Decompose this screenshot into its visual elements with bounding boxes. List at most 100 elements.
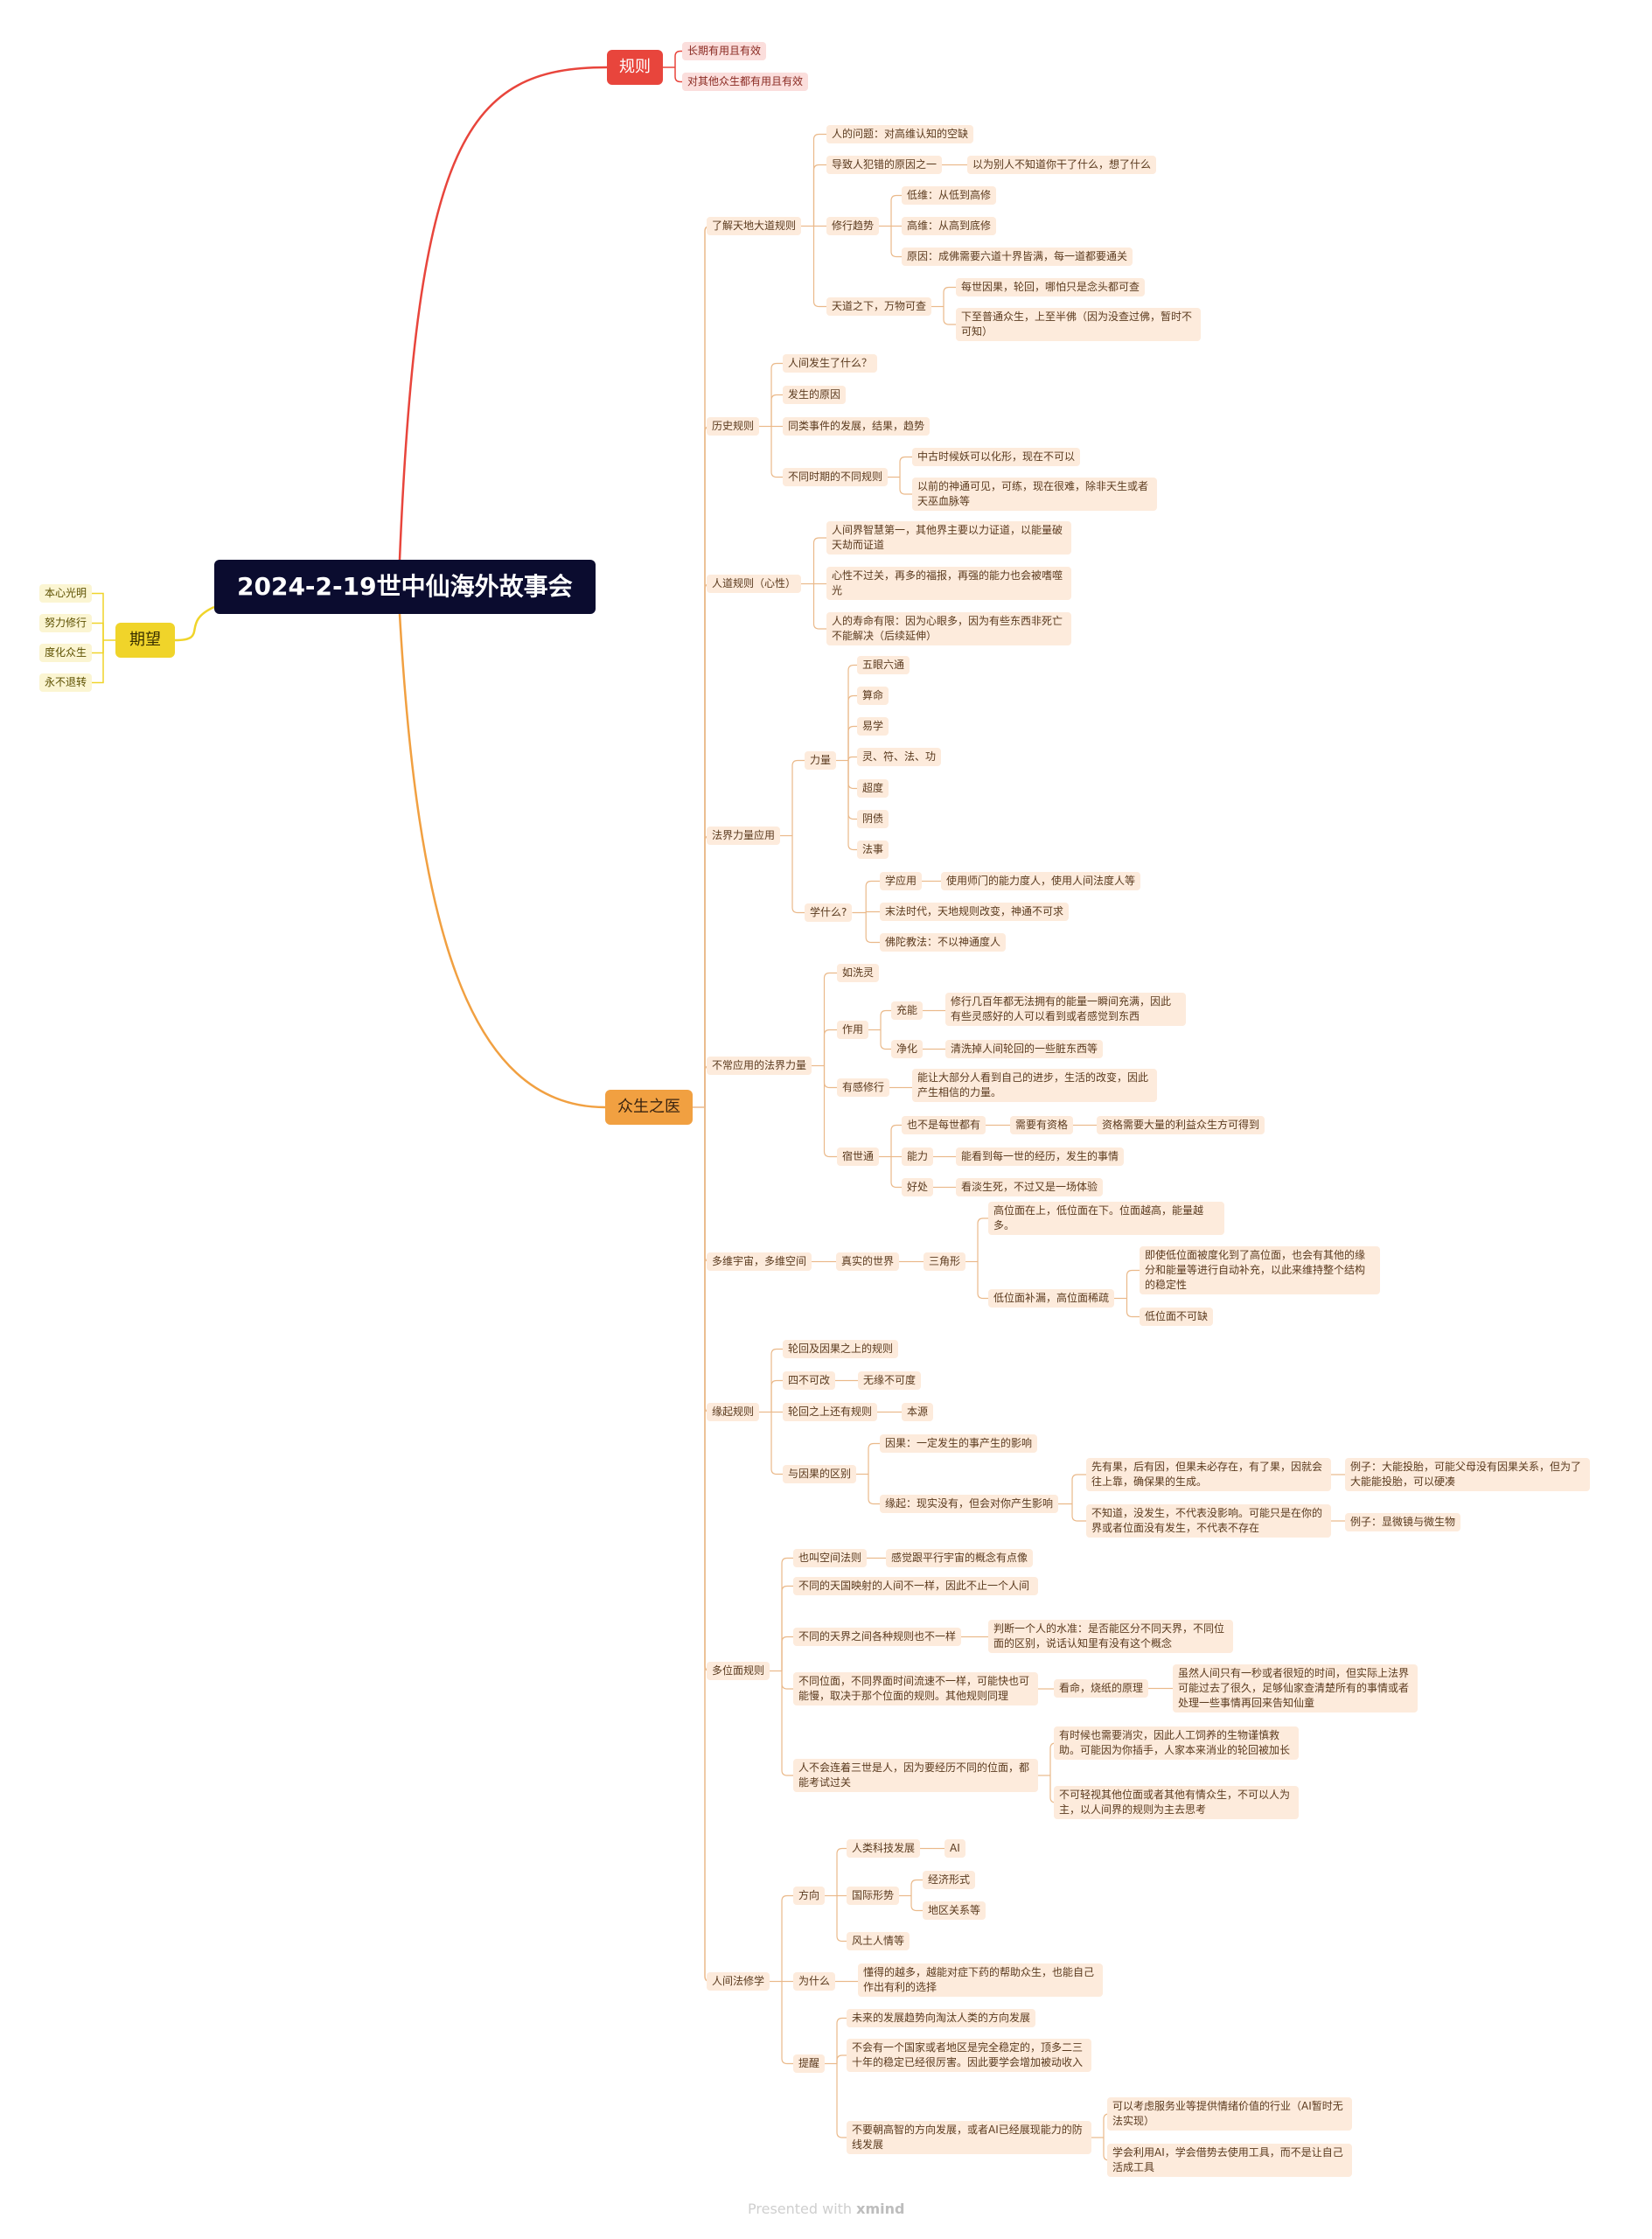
topic[interactable]: 高维：从高到底修 — [902, 217, 997, 235]
power-item[interactable]: 算命 — [857, 687, 889, 705]
topic[interactable]: 感觉跟平行宇宙的概念有点像 — [886, 1549, 1034, 1567]
main-topic-rules[interactable]: 规则 — [607, 50, 663, 85]
topic[interactable]: 与因果的区别 — [783, 1465, 857, 1483]
main-topic-expectation[interactable]: 期望 — [115, 623, 175, 658]
topic[interactable]: 缘起：现实没有，但会对你产生影响 — [880, 1495, 1059, 1513]
topic[interactable]: 充能 — [891, 1001, 924, 1020]
topic[interactable]: 即使低位面被度化到了高位面，也会有其他的缘分和能量等进行自动补充，以此来维持整个… — [1140, 1246, 1380, 1294]
subtopic-multiverse[interactable]: 多维宇宙，多维空间 — [707, 1252, 812, 1271]
topic[interactable]: 发生的原因 — [783, 386, 847, 404]
topic[interactable]: 修行趋势 — [826, 217, 880, 235]
topic[interactable]: 修行几百年都无法拥有的能量一瞬间充满，因此有些灵感好的人可以看到或者感觉到东西 — [945, 993, 1186, 1026]
topic[interactable]: 方向 — [793, 1887, 826, 1905]
topic[interactable]: 低位面不可缺 — [1140, 1308, 1214, 1326]
subtopic-human-rules[interactable]: 人道规则（心性） — [707, 575, 802, 593]
topic[interactable]: 作用 — [837, 1021, 869, 1039]
topic[interactable]: AI — [944, 1839, 965, 1858]
topic[interactable]: 下至普通众生，上至半佛（因为没查过佛，暂时不可知） — [956, 308, 1201, 341]
topic[interactable]: 能让大部分人看到自己的进步，生活的改变，因此产生相信的力量。 — [912, 1069, 1157, 1102]
topic[interactable]: 好处 — [902, 1178, 934, 1196]
topic[interactable]: 四不可改 — [783, 1371, 836, 1390]
topic[interactable]: 宿世通 — [837, 1147, 880, 1166]
subtopic-origin-rules[interactable]: 缘起规则 — [707, 1403, 760, 1421]
topic[interactable]: 能力 — [902, 1147, 934, 1166]
subtopic-history-rules[interactable]: 历史规则 — [707, 417, 760, 436]
topic[interactable]: 因果：一定发生的事产生的影响 — [880, 1434, 1038, 1453]
subtopic-human-learning[interactable]: 人间法修学 — [707, 1972, 770, 1991]
topic[interactable]: 佛陀教法：不以神通度人 — [880, 933, 1007, 952]
topic[interactable]: 轮回之上还有规则 — [783, 1403, 878, 1421]
expectation-item[interactable]: 努力修行 — [39, 614, 93, 632]
topic[interactable]: 以为别人不知道你干了什么，想了什么 — [967, 156, 1157, 174]
topic[interactable]: 不会有一个国家或者地区是完全稳定的，顶多二三十年的稳定已经很厉害。因此要学会增加… — [847, 2039, 1091, 2072]
topic[interactable]: 天道之下，万物可查 — [826, 297, 932, 316]
topic[interactable]: 不同的天界之间各种规则也不一样 — [793, 1628, 962, 1646]
expectation-item[interactable]: 度化众生 — [39, 644, 93, 662]
topic[interactable]: 每世因果，轮回，哪怕只是念头都可查 — [956, 278, 1146, 296]
power-item[interactable]: 阴债 — [857, 810, 889, 828]
topic[interactable]: 看淡生死，不过又是一场体验 — [956, 1178, 1104, 1196]
topic[interactable]: 地区关系等 — [923, 1901, 986, 1920]
topic[interactable]: 三角形 — [924, 1252, 966, 1271]
topic[interactable]: 例子：显微镜与微生物 — [1345, 1513, 1461, 1531]
topic[interactable]: 不知道，没发生，不代表没影响。可能只是在你的界或者位面没有发生，不代表不存在 — [1086, 1504, 1331, 1538]
main-topic-healer[interactable]: 众生之医 — [605, 1090, 693, 1125]
power-item[interactable]: 五眼六通 — [857, 656, 910, 674]
topic[interactable]: 有感修行 — [837, 1078, 890, 1097]
topic[interactable]: 判断一个人的水准：是否能区分不同天界，不同位面的区别，说话认知里有没有这个概念 — [988, 1620, 1233, 1653]
topic[interactable]: 本源 — [902, 1403, 934, 1421]
power-item[interactable]: 灵、符、法、功 — [857, 748, 942, 766]
topic[interactable]: 人的寿命有限：因为心眼多，因为有些东西非死亡不能解决（后续延伸） — [826, 612, 1071, 645]
subtopic-dharma-power[interactable]: 法界力量应用 — [707, 827, 781, 845]
topic[interactable]: 导致人犯错的原因之一 — [826, 156, 943, 174]
topic[interactable]: 需要有资格 — [1010, 1116, 1074, 1134]
power-item[interactable]: 超度 — [857, 779, 889, 798]
topic[interactable]: 懂得的越多，越能对症下药的帮助众生，也能自己作出有利的选择 — [858, 1963, 1103, 1997]
topic[interactable]: 人的问题：对高维认知的空缺 — [826, 125, 974, 143]
topic[interactable]: 经济形式 — [923, 1871, 976, 1889]
topic[interactable]: 低位面补漏，高位面稀疏 — [988, 1289, 1115, 1308]
topic[interactable]: 能看到每一世的经历，发生的事情 — [956, 1147, 1125, 1166]
power-item[interactable]: 法事 — [857, 840, 889, 859]
topic[interactable]: 人不会连着三世是人，因为要经历不同的位面，都能考试过关 — [793, 1759, 1038, 1792]
topic[interactable]: 力量 — [805, 751, 837, 770]
topic[interactable]: 原因：成佛需要六道十界皆满，每一道都要通关 — [902, 248, 1133, 266]
subtopic-multi-plane[interactable]: 多位面规则 — [707, 1662, 770, 1680]
topic[interactable]: 虽然人间只有一秒或者很短的时间，但实际上法界可能过去了很久，足够仙家查清楚所有的… — [1173, 1664, 1418, 1712]
topic[interactable]: 学会利用AI，学会借势去使用工具，而不是让自己活成工具 — [1107, 2144, 1352, 2177]
expectation-item[interactable]: 本心光明 — [39, 584, 93, 603]
root-topic[interactable]: 2024-2-19世中仙海外故事会 — [214, 560, 596, 614]
topic[interactable]: 无缘不可度 — [858, 1371, 922, 1390]
topic[interactable]: 国际形势 — [847, 1887, 900, 1905]
topic[interactable]: 真实的世界 — [836, 1252, 900, 1271]
topic[interactable]: 看命，烧纸的原理 — [1054, 1679, 1149, 1698]
topic[interactable]: 低维：从低到高修 — [902, 186, 997, 205]
topic[interactable]: 净化 — [891, 1040, 924, 1058]
topic[interactable]: 以前的神通可见，可练，现在很难，除非天生或者天巫血脉等 — [912, 478, 1157, 511]
topic[interactable]: 心性不过关，再多的福报，再强的能力也会被嗜噬光 — [826, 567, 1071, 600]
topic[interactable]: 为什么 — [793, 1972, 836, 1991]
topic[interactable]: 末法时代，天地规则改变，神通不可求 — [880, 903, 1070, 921]
topic[interactable]: 也叫空间法则 — [793, 1549, 868, 1567]
topic[interactable]: 有时候也需要消灾，因此人工饲养的生物谨慎救助。可能因为你插手，人家本来消业的轮回… — [1054, 1726, 1299, 1760]
topic[interactable]: 中古时候妖可以化形，现在不可以 — [912, 448, 1081, 466]
topic[interactable]: 未来的发展趋势向淘汰人类的方向发展 — [847, 2009, 1036, 2027]
topic[interactable]: 也不是每世都有 — [902, 1116, 986, 1134]
topic[interactable]: 人间界智慧第一，其他界主要以力证道，以能量破天劫而证道 — [826, 521, 1071, 555]
topic[interactable]: 学什么? — [805, 903, 853, 922]
topic[interactable]: 使用师门的能力度人，使用人间法度人等 — [941, 872, 1141, 890]
rules-item[interactable]: 对其他众生都有用且有效 — [682, 73, 809, 91]
topic[interactable]: 先有果，后有因，但果未必存在，有了果，因就会往上靠，确保果的生成。 — [1086, 1458, 1331, 1491]
topic[interactable]: 不同位面，不同界面时间流速不一样，可能快也可能慢，取决于那个位面的规则。其他规则… — [793, 1672, 1038, 1705]
topic[interactable]: 学应用 — [880, 872, 923, 890]
topic[interactable]: 风土人情等 — [847, 1932, 910, 1950]
topic[interactable]: 人类科技发展 — [847, 1839, 921, 1858]
topic[interactable]: 例子：大能投胎，可能父母没有因果关系，但为了大能能投胎，可以硬凑 — [1345, 1458, 1590, 1491]
topic[interactable]: 人间发生了什么？ — [783, 354, 878, 373]
subtopic-rare-power[interactable]: 不常应用的法界力量 — [707, 1057, 812, 1075]
topic[interactable]: 不同的天国映射的人间不一样，因此不止一个人间 — [793, 1577, 1038, 1595]
topic[interactable]: 高位面在上，低位面在下。位面越高，能量越多。 — [988, 1202, 1224, 1235]
topic[interactable]: 同类事件的发展，结果，趋势 — [783, 417, 931, 436]
topic[interactable]: 可以考虑服务业等提供情绪价值的行业（AI暂时无法实现） — [1107, 2097, 1352, 2131]
topic[interactable]: 不同时期的不同规则 — [783, 468, 889, 486]
